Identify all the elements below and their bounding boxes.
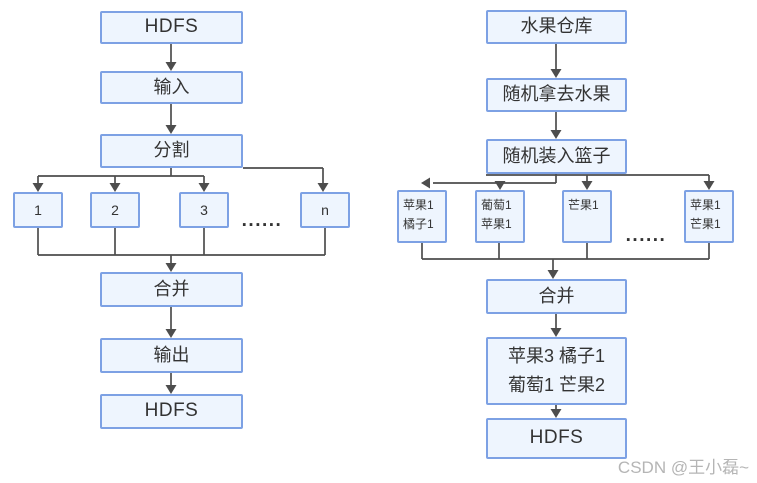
result-line: 葡萄1 芒果2 <box>507 375 606 395</box>
node-fruit-warehouse: 水果仓库 <box>486 10 627 44</box>
chunk-box-n: n <box>300 192 350 228</box>
watermark: CSDN @王小磊~ <box>617 458 749 477</box>
node-merge-left: 合并 <box>100 272 243 307</box>
basket-line: 葡萄1 <box>481 198 512 212</box>
basket-line: 芒果1 <box>690 217 721 231</box>
node-hdfs-right: HDFS <box>486 418 627 459</box>
basket-box-2: 葡萄1 苹果1 <box>475 190 525 243</box>
basket-box-3: 芒果1 <box>562 190 612 243</box>
basket-line: 橘子1 <box>403 217 434 231</box>
basket-line: 苹果1 <box>403 198 434 212</box>
basket-box-1: 苹果1 橘子1 <box>397 190 447 243</box>
basket-line: 芒果1 <box>568 198 599 212</box>
node-random-load: 随机装入篮子 <box>486 139 627 174</box>
result-line: 苹果3 橘子1 <box>507 346 606 366</box>
ellipsis-dots-right: ...... <box>625 225 667 246</box>
node-input: 输入 <box>100 71 243 104</box>
node-split: 分割 <box>100 134 243 168</box>
node-merge-right: 合并 <box>486 279 627 314</box>
chunk-box-3: 3 <box>179 192 229 228</box>
chunk-box-2: 2 <box>90 192 140 228</box>
node-hdfs-source: HDFS <box>100 11 243 44</box>
node-output: 输出 <box>100 338 243 373</box>
basket-box-4: 苹果1 芒果1 <box>684 190 734 243</box>
node-hdfs-sink: HDFS <box>100 394 243 429</box>
node-result: 苹果3 橘子1 葡萄1 芒果2 <box>486 337 627 405</box>
node-random-take: 随机拿去水果 <box>486 78 627 112</box>
basket-line: 苹果1 <box>481 217 512 231</box>
chunk-box-1: 1 <box>13 192 63 228</box>
basket-line: 苹果1 <box>690 198 721 212</box>
ellipsis-dots-left: ...... <box>241 210 283 231</box>
